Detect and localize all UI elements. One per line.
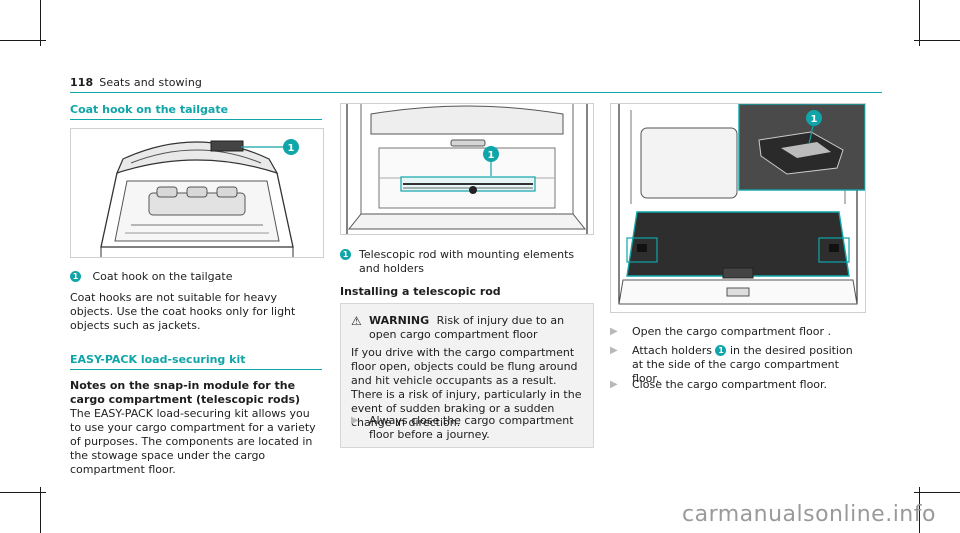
telescopic-rod-figure: 1 — [340, 103, 594, 235]
crop-mark — [0, 40, 46, 41]
crop-mark — [919, 487, 920, 533]
cargo-floor-figure: 1 — [610, 103, 866, 313]
figure-callout-badge: 1 — [488, 150, 495, 161]
warning-summary: Risk of injury due to an open cargo comp… — [369, 314, 565, 341]
crop-mark — [40, 0, 41, 46]
warning-label: WARNING — [369, 314, 430, 327]
installing-title: Installing a telescopic rod — [340, 285, 501, 298]
coat-hook-heading: Coat hook on the tailgate — [70, 103, 229, 116]
caption-text: Telescopic rod with mounting elements an… — [359, 248, 575, 275]
section-title: Seats and stowing — [99, 76, 202, 89]
notes-body: The EASY-PACK load-securing kit allows y… — [70, 407, 316, 476]
crop-mark — [919, 0, 920, 46]
watermark: carmanualsonline.info — [682, 502, 936, 527]
caption-text: Coat hook on the tailgate — [92, 270, 233, 283]
header-rule — [70, 92, 882, 93]
crop-mark — [0, 492, 46, 493]
crop-mark — [914, 40, 960, 41]
step-text: in the desired position at the side of t… — [632, 344, 853, 385]
figure-callout-badge: 1 — [811, 114, 818, 125]
step-badge: 1 — [715, 345, 727, 356]
crop-mark — [40, 487, 41, 533]
notes-title: Notes on the snap-in module for the carg… — [70, 379, 301, 406]
step-arrow-icon: ▶ — [351, 415, 359, 426]
step-text: Open the cargo compartment floor . — [632, 325, 831, 338]
caption-badge: 1 — [340, 249, 351, 260]
warning-body: If you drive with the cargo compartment … — [351, 346, 582, 429]
crop-mark — [914, 492, 960, 493]
warning-icon: ⚠ — [351, 314, 362, 328]
warning-box: ⚠ WARNING Risk of injury due to an open … — [340, 303, 594, 448]
running-header: 118 Seats and stowing — [70, 76, 202, 89]
figure-callout-badge: 1 — [288, 143, 295, 154]
figure-caption: 1 Coat hook on the tailgate — [70, 270, 322, 284]
step-arrow-icon: ▶ — [610, 326, 618, 337]
page-number: 118 — [70, 76, 94, 89]
coat-hook-paragraph: Coat hooks are not suitable for heavy ob… — [70, 291, 296, 332]
figure-caption: 1 Telescopic rod with mounting elements … — [340, 248, 592, 275]
easy-pack-heading: EASY-PACK load-securing kit — [70, 353, 246, 366]
heading-rule — [70, 119, 322, 120]
heading-rule — [70, 369, 322, 370]
step-arrow-icon: ▶ — [610, 379, 618, 390]
tailgate-figure: 1 — [70, 128, 324, 258]
step-text: Close the cargo compartment floor. — [632, 378, 828, 391]
warning-step-text: Always close the cargo compartment floor… — [369, 414, 574, 441]
step-text: Attach holders — [632, 344, 712, 357]
step-arrow-icon: ▶ — [610, 345, 618, 356]
caption-badge: 1 — [70, 271, 81, 282]
